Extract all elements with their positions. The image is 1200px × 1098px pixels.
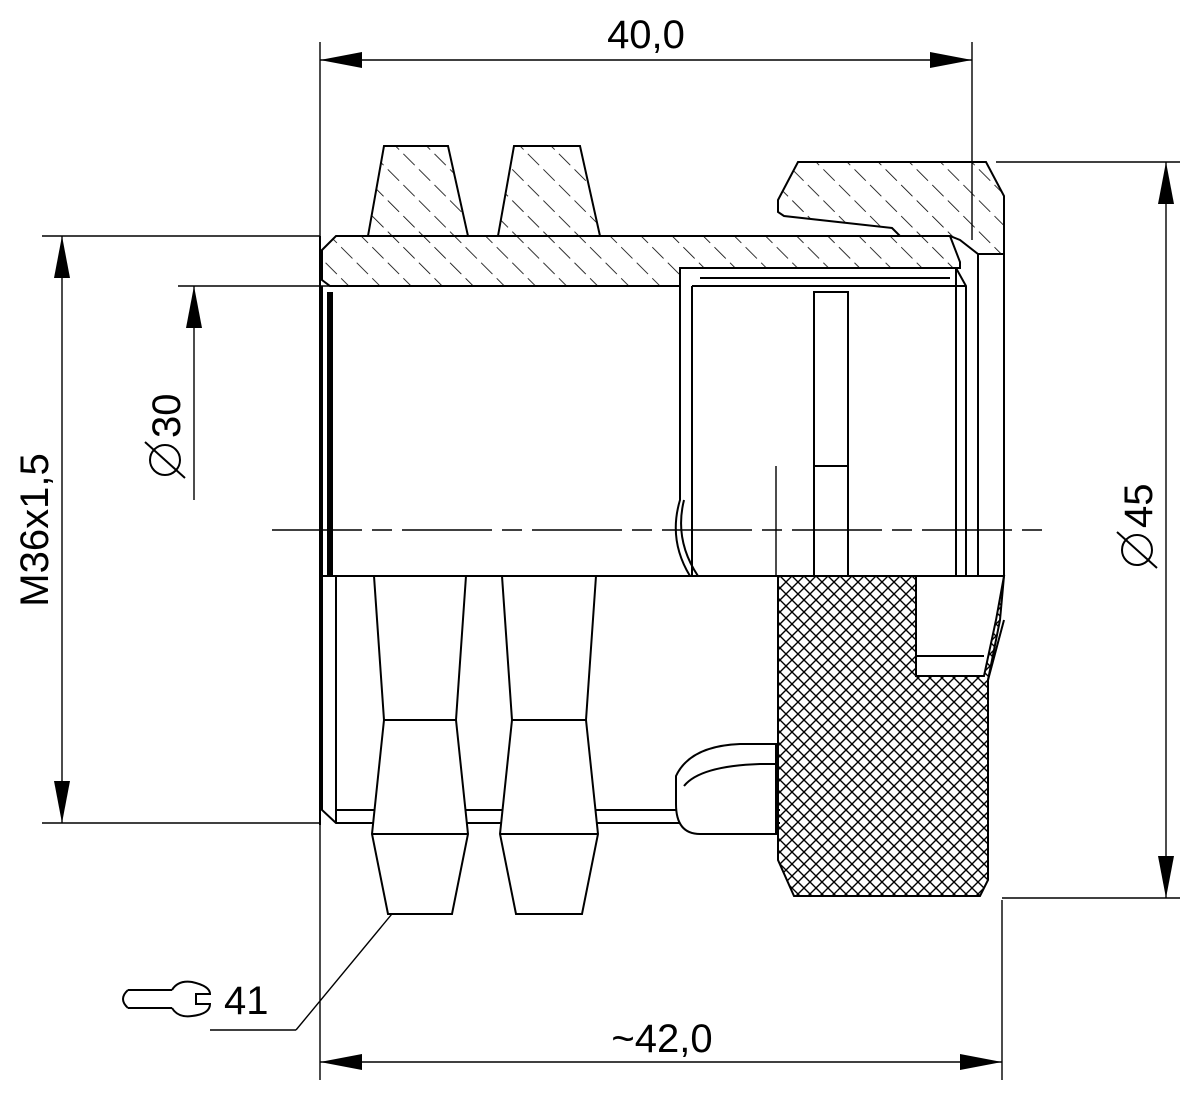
bottom-length-label: ~42,0: [611, 1017, 712, 1061]
dimension-top-length: 40,0: [319, 13, 973, 240]
wrench-callout: 41: [122, 879, 421, 1031]
diameter-symbol-outer: [1116, 531, 1158, 569]
inner-diameter-label: 30: [145, 394, 189, 439]
thread-label: M36x1,5: [13, 453, 57, 606]
dimension-inner-diameter: 30: [144, 285, 330, 500]
top-length-label: 40,0: [607, 13, 685, 57]
dimension-bottom-length: ~42,0: [319, 825, 1003, 1080]
dimension-thread: M36x1,5: [13, 235, 320, 824]
body-section: [321, 145, 1005, 577]
diameter-symbol-inner: [144, 441, 186, 479]
outer-diameter-label: 45: [1117, 484, 1161, 529]
wrench-icon: [122, 980, 212, 1018]
dimension-outer-diameter: 45: [996, 161, 1180, 899]
wrench-size-label: 41: [224, 979, 269, 1023]
body-exterior: [321, 575, 1006, 915]
